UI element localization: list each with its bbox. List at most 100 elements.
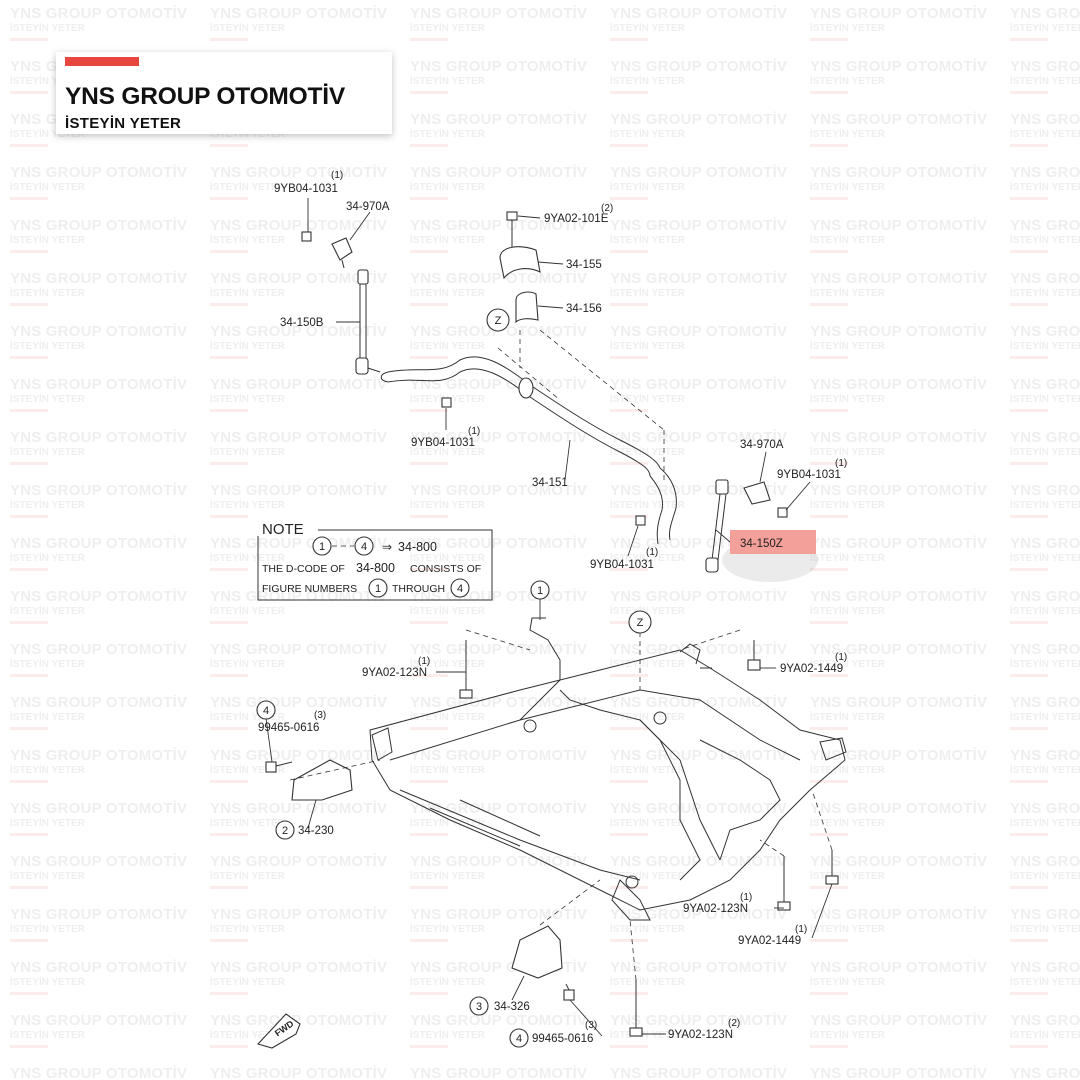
watermark-bar [810, 250, 848, 253]
watermark-bar [610, 568, 648, 571]
watermark-brand: YNS GROUP OTOMOTİV [1010, 959, 1080, 976]
watermark-tagline: İSTEYİN YETER [810, 553, 885, 564]
watermark-tagline: İSTEYİN YETER [10, 765, 85, 776]
watermark-tagline: İSTEYİN YETER [10, 712, 85, 723]
watermark-bar [210, 568, 248, 571]
label-34-970a-right: 34-970A [740, 439, 784, 451]
watermark-tagline: İSTEYİN YETER [10, 924, 85, 935]
watermark-tagline: İSTEYİN YETER [810, 977, 885, 988]
watermark-bar [410, 833, 448, 836]
watermark-bar [210, 38, 248, 41]
watermark-tagline: İSTEYİN YETER [410, 76, 485, 87]
label-9yb04-c: 9YB04-1031 [411, 437, 475, 449]
watermark-tagline: İSTEYİN YETER [10, 394, 85, 405]
watermark-tagline: İSTEYİN YETER [1010, 712, 1080, 723]
watermark-tagline: İSTEYİN YETER [410, 129, 485, 140]
svg-text:1: 1 [375, 583, 381, 595]
watermark-brand: YNS GROUP OTOMOTİV [10, 800, 188, 817]
watermark-bar [210, 303, 248, 306]
watermark-bar [10, 409, 48, 412]
bar-clamp [499, 211, 541, 324]
svg-text:4: 4 [361, 541, 367, 553]
watermark-brand: YNS GROUP OTOMOTİV [610, 959, 788, 976]
svg-text:3: 3 [476, 1001, 482, 1013]
watermark-bar [1010, 674, 1048, 677]
svg-text:34-800: 34-800 [398, 540, 437, 554]
brand-tagline: İSTEYİN YETER [65, 115, 182, 132]
qty-9ya02-123n-b: (1) [740, 892, 752, 903]
watermark-tagline: İSTEYİN YETER [1010, 394, 1080, 405]
watermark-bar [810, 833, 848, 836]
watermark-bar [410, 38, 448, 41]
watermark-brand: YNS GROUP OTOMOTİV [810, 323, 988, 340]
watermark-brand: YNS GROUP OTOMOTİV [810, 58, 988, 75]
watermark-tagline: İSTEYİN YETER [1010, 500, 1080, 511]
watermark-brand: YNS GROUP OTOMOTİV [610, 376, 788, 393]
watermark-bar [1010, 621, 1048, 624]
watermark-bar [810, 886, 848, 889]
watermark-brand: YNS GROUP OTOMOTİV [210, 747, 388, 764]
watermark-brand: YNS GROUP OTOMOTİV [810, 906, 988, 923]
watermark-tagline: İSTEYİN YETER [10, 553, 85, 564]
watermark-brand: YNS GROUP OTOMOTİV [610, 1065, 788, 1080]
watermark-tagline: İSTEYİN YETER [10, 659, 85, 670]
watermark-tagline: İSTEYİN YETER [410, 235, 485, 246]
watermark-bar [610, 409, 648, 412]
watermark-bar [1010, 409, 1048, 412]
watermark-bar [210, 409, 248, 412]
watermark-tagline: İSTEYİN YETER [10, 818, 85, 829]
watermark-brand: YNS GROUP OTOMOTİV [210, 164, 388, 181]
watermark-bar [210, 674, 248, 677]
bracket-34-230 [265, 759, 353, 801]
watermark-bar [210, 992, 248, 995]
label-9ya02-123n-c: 9YA02-123N [668, 1029, 733, 1041]
watermark-brand: YNS GROUP OTOMOTİV [410, 1065, 588, 1080]
watermark-brand: YNS GROUP OTOMOTİV [1010, 323, 1080, 340]
watermark-brand: YNS GROUP OTOMOTİV [610, 800, 788, 817]
watermark-brand: YNS GROUP OTOMOTİV [610, 164, 788, 181]
watermark-tagline: İSTEYİN YETER [610, 23, 685, 34]
watermark-brand: YNS GROUP OTOMOTİV [10, 5, 188, 22]
qty-9ya02-123n-c: (2) [728, 1018, 740, 1029]
watermark-bar [10, 886, 48, 889]
watermark-brand: YNS GROUP OTOMOTİV [410, 482, 588, 499]
watermark-tagline: İSTEYİN YETER [610, 977, 685, 988]
watermark-brand: YNS GROUP OTOMOTİV [1010, 58, 1080, 75]
watermark-brand: YNS GROUP OTOMOTİV [10, 270, 188, 287]
watermark-tagline: İSTEYİN YETER [1010, 818, 1080, 829]
watermark-brand: YNS GROUP OTOMOTİV [810, 535, 988, 552]
watermark-tagline: İSTEYİN YETER [10, 1030, 85, 1041]
watermark-brand: YNS GROUP OTOMOTİV [210, 482, 388, 499]
watermark-bar [10, 144, 48, 147]
watermark-brand: YNS GROUP OTOMOTİV [10, 323, 188, 340]
watermark-bar [410, 674, 448, 677]
watermark-brand: YNS GROUP OTOMOTİV [610, 58, 788, 75]
watermark-brand: YNS GROUP OTOMOTİV [210, 323, 388, 340]
watermark-brand: YNS GROUP OTOMOTİV [410, 376, 588, 393]
watermark-bar [210, 197, 248, 200]
watermark-tagline: İSTEYİN YETER [210, 712, 285, 723]
